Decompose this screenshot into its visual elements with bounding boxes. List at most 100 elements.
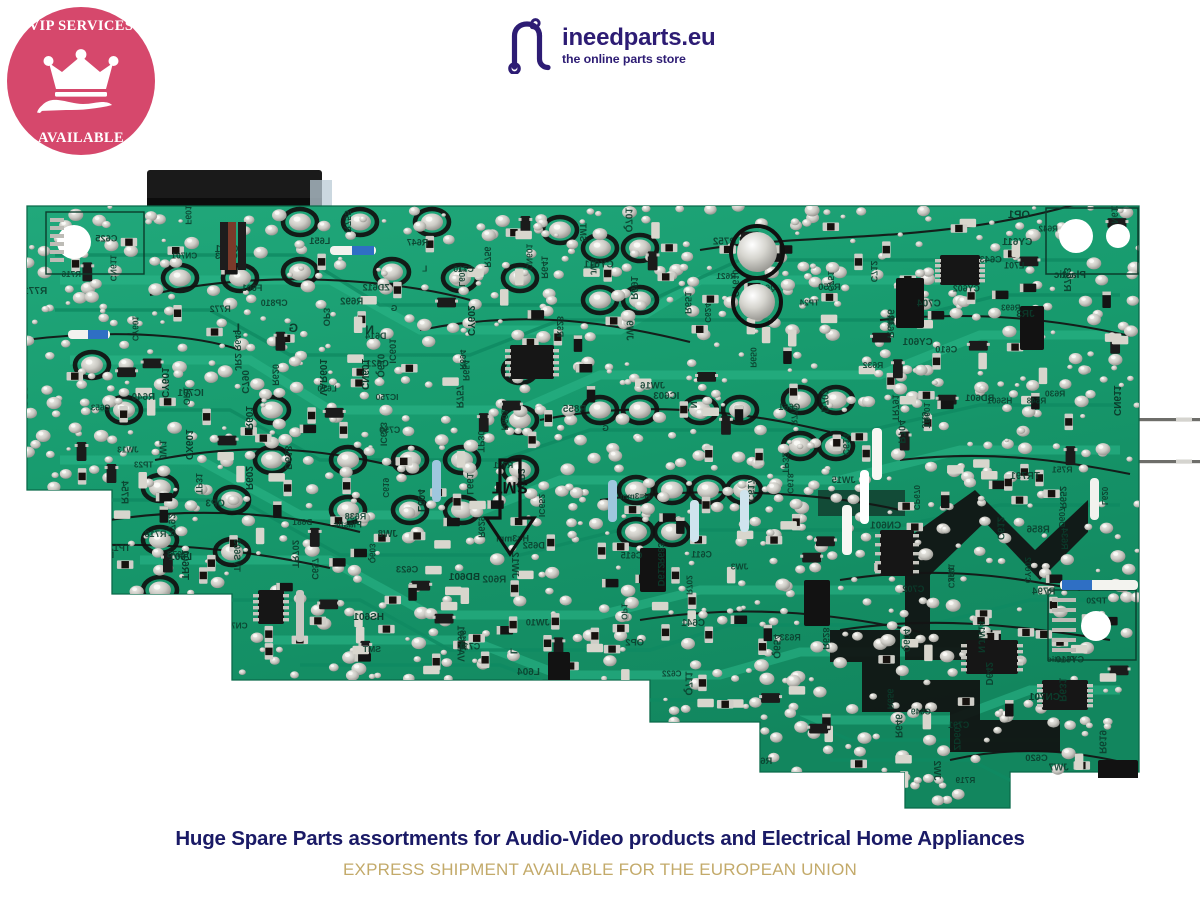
svg-text:TP31: TP31 [194,473,204,494]
svg-text:R644: R644 [885,315,896,338]
svg-text:IC750: IC750 [375,392,398,402]
svg-text:L620: L620 [1100,486,1109,505]
svg-text:L601: L601 [169,552,192,563]
svg-text:R750: R750 [818,281,840,292]
svg-text:JW13: JW13 [117,446,139,455]
svg-text:CP670: CP670 [912,485,921,510]
svg-text:D652: D652 [523,540,545,550]
svg-text:C657: C657 [310,558,320,580]
svg-text:JW9: JW9 [624,320,635,341]
svg-text:JW1: JW1 [157,439,168,460]
svg-text:C611: C611 [691,550,712,560]
svg-text:CY610: CY610 [731,270,741,298]
svg-text:R794: R794 [1032,586,1056,597]
svg-text:JR3: JR3 [1016,309,1035,320]
svg-text:TP24: TP24 [799,298,819,307]
svg-text:D607: D607 [1057,507,1067,527]
svg-text:SMT: SMT [578,223,588,242]
svg-text:Q604: Q604 [901,628,912,652]
svg-text:L661: L661 [464,472,475,495]
svg-text:JW6: JW6 [588,258,597,275]
svg-text:R650: R650 [749,347,759,368]
svg-text:Plastic: Plastic [1053,270,1086,281]
svg-text:JW7: JW7 [1048,762,1069,773]
svg-text:C617: C617 [746,479,757,501]
svg-text:R693: R693 [1001,303,1021,312]
svg-text:CY602: CY602 [953,283,980,293]
svg-text:R602: R602 [482,575,506,586]
svg-text:D642: D642 [983,662,994,685]
svg-text:CN601: CN601 [870,521,902,532]
svg-text:JW15: JW15 [832,475,856,485]
svg-text:R642: R642 [1038,225,1058,234]
brand-logo: ineedparts.eu the online parts store [505,18,716,74]
svg-text:R770: R770 [790,405,800,426]
svg-text:R751: R751 [1052,465,1073,475]
right-edge-pins [1139,417,1200,464]
svg-text:JR6: JR6 [885,309,896,328]
svg-text:R654: R654 [461,360,471,381]
svg-text:Q603: Q603 [367,543,376,563]
svg-text:C702: C702 [902,584,924,594]
svg-text:JR2: JR2 [232,353,243,371]
svg-text:R756: R756 [482,246,492,267]
svg-text:R628: R628 [821,627,831,649]
svg-text:L601: L601 [457,268,466,287]
svg-text:C704: C704 [917,298,941,309]
top-connector-shadow [147,198,322,206]
svg-text:R621: R621 [716,272,736,281]
svg-text:L: L [508,648,519,654]
vip-badge-bottom-label: AVAILABLE [37,129,125,146]
svg-text:CY601: CY601 [131,316,140,341]
svg-text:C620: C620 [1025,752,1047,763]
svg-text:R631: R631 [1057,677,1068,701]
svg-text:BD601: BD601 [448,572,480,583]
svg-text:Plastic: Plastic [333,519,362,529]
svg-text:R641: R641 [538,255,549,278]
svg-text:TP23: TP23 [133,460,153,469]
svg-text:C624: C624 [703,303,712,323]
svg-text:C661: C661 [779,402,801,412]
svg-text:R792: R792 [165,514,176,537]
svg-text:CY602: CY602 [1023,557,1033,583]
ground-plane-upper [905,490,1088,660]
svg-text:JW8: JW8 [377,529,398,540]
footer-subline: EXPRESS SHIPMENT AVAILABLE FOR THE EUROP… [343,859,857,879]
svg-text:TR791: TR791 [1010,471,1040,482]
svg-text:F601: F601 [184,205,194,224]
brand-tagline: the online parts store [562,52,686,67]
svg-text:C790: C790 [239,370,250,394]
footer-headline: Huge Spare Parts assortments for Audio-V… [175,827,1025,850]
svg-text:VAR601: VAR601 [455,625,466,662]
svg-text:R656: R656 [885,688,895,709]
svg-text:CP810: CP810 [261,298,288,308]
svg-text:SMT: SMT [491,478,528,497]
svg-text:R694: R694 [458,349,468,369]
ineedparts-n-monogram-icon [508,18,551,74]
svg-text:OP2: OP2 [160,656,182,668]
svg-text:R772: R772 [210,304,231,314]
mounting-holes-top-right [1045,207,1139,275]
large-round-components [729,224,785,328]
svg-text:R632: R632 [863,360,884,370]
svg-text:R754: R754 [118,480,129,504]
svg-text:D702: D702 [818,388,829,412]
op2-connector-pad [87,649,149,723]
svg-text:IC652: IC652 [537,494,547,517]
svg-text:C623: C623 [396,565,418,575]
svg-text:D612: D612 [655,563,666,586]
svg-text:C615: C615 [621,551,643,561]
svg-text:ZD607: ZD607 [951,722,962,751]
svg-text:C641: C641 [681,618,705,629]
svg-text:D681: D681 [292,517,312,527]
svg-text:R629: R629 [476,516,486,538]
svg-text:R719: R719 [955,776,975,785]
svg-text:C791: C791 [948,720,969,730]
svg-text:Q711: Q711 [683,671,694,696]
svg-text:R704: R704 [896,419,907,443]
svg-text:CN701: CN701 [171,251,197,261]
svg-text:R649: R649 [233,330,243,351]
svg-text:R623: R623 [555,316,565,337]
